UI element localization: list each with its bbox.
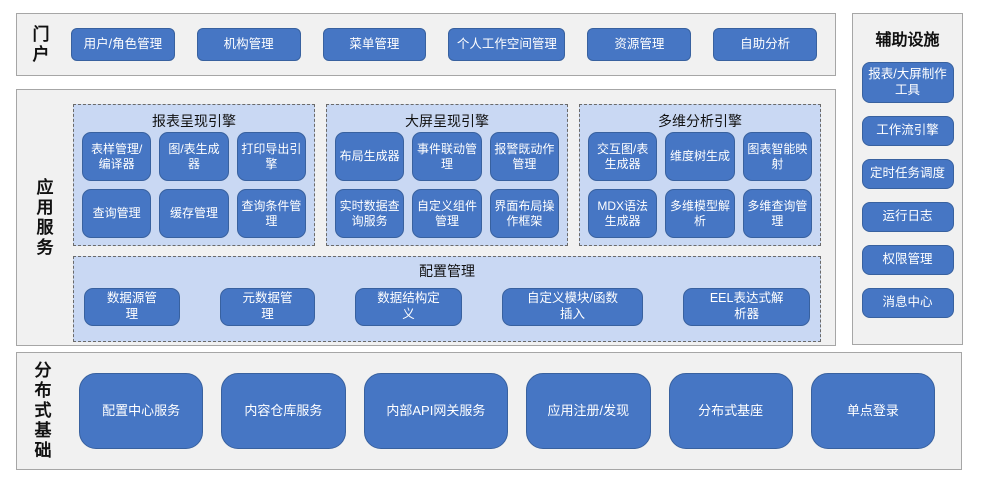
engine-button-query-condition-mgmt[interactable]: 查询条件管理 [236, 189, 306, 238]
auxiliary-facilities-section: 辅助设施 报表/大屏制作工具 工作流引擎 定时任务调度 运行日志 权限管理 消息… [852, 13, 963, 345]
config-mgmt-panel: 配置管理 数据源管理 元数据管理 数据结构定义 自定义模块/函数插入 EEL表达… [73, 256, 821, 342]
config-button-datasource-mgmt[interactable]: 数据源管理 [84, 287, 180, 326]
olap-engine-panel: 多维分析引擎 交互图/表生成器 维度树生成 图表智能映射 MDX语法生成器 多维… [579, 104, 821, 246]
app-services-content: 报表呈现引擎 表样管理/编译器 图/表生成器 打印导出引擎 查询管理 缓存管理 … [69, 90, 835, 345]
config-button-metadata-mgmt[interactable]: 元数据管理 [219, 287, 316, 326]
engine-button-chart-generator[interactable]: 图/表生成器 [159, 132, 229, 181]
dist-button-content-repo-service[interactable]: 内容仓库服务 [221, 373, 346, 449]
report-engine-title: 报表呈现引擎 [152, 113, 236, 129]
report-engine-grid: 表样管理/编译器 图/表生成器 打印导出引擎 查询管理 缓存管理 查询条件管理 [82, 132, 306, 238]
olap-engine-title: 多维分析引擎 [658, 113, 742, 129]
engine-button-print-export[interactable]: 打印导出引擎 [236, 132, 306, 181]
dashboard-engine-title: 大屏呈现引擎 [405, 113, 489, 129]
aux-button-report-dashboard-tool[interactable]: 报表/大屏制作工具 [861, 62, 954, 104]
engines-row: 报表呈现引擎 表样管理/编译器 图/表生成器 打印导出引擎 查询管理 缓存管理 … [73, 104, 821, 246]
app-services-section: 应用服务 报表呈现引擎 表样管理/编译器 图/表生成器 打印导出引擎 查询管理 … [16, 89, 836, 346]
portal-button-user-role-mgmt[interactable]: 用户/角色管理 [71, 28, 175, 61]
distributed-base-row: 配置中心服务 内容仓库服务 内部API网关服务 应用注册/发现 分布式基座 单点… [65, 373, 961, 449]
engine-button-event-linkage-mgmt[interactable]: 事件联动管理 [412, 132, 482, 181]
engine-button-custom-component-mgmt[interactable]: 自定义组件管理 [412, 189, 482, 238]
engine-button-interactive-chart-generator[interactable]: 交互图/表生成器 [588, 132, 658, 181]
dashboard-engine-grid: 布局生成器 事件联动管理 报警既动作管理 实时数据查询服务 自定义组件管理 界面… [335, 132, 559, 238]
engine-button-mdx-generator[interactable]: MDX语法生成器 [588, 189, 658, 238]
config-mgmt-row: 数据源管理 元数据管理 数据结构定义 自定义模块/函数插入 EEL表达式解析器 [84, 282, 811, 337]
engine-button-cache-mgmt[interactable]: 缓存管理 [159, 189, 229, 238]
config-button-custom-module-function[interactable]: 自定义模块/函数插入 [501, 287, 644, 326]
portal-button-row: 用户/角色管理 机构管理 菜单管理 个人工作空间管理 资源管理 自助分析 [61, 28, 835, 61]
distributed-base-label: 分布式基础 [31, 361, 51, 461]
engine-button-dimension-tree[interactable]: 维度树生成 [665, 132, 735, 181]
dist-button-single-sign-on[interactable]: 单点登录 [810, 373, 936, 449]
config-button-eel-expression-parser[interactable]: EEL表达式解析器 [683, 287, 811, 326]
auxiliary-facilities-title: 辅助设施 [875, 32, 940, 49]
engine-button-multidim-query-mgmt[interactable]: 多维查询管理 [742, 189, 812, 238]
portal-button-org-mgmt[interactable]: 机构管理 [196, 28, 301, 61]
dashboard-engine-panel: 大屏呈现引擎 布局生成器 事件联动管理 报警既动作管理 实时数据查询服务 自定义… [326, 104, 568, 246]
aux-button-message-center[interactable]: 消息中心 [861, 288, 954, 319]
engine-button-alarm-action-mgmt[interactable]: 报警既动作管理 [489, 132, 559, 181]
engine-button-chart-smart-mapping[interactable]: 图表智能映射 [742, 132, 812, 181]
aux-button-workflow-engine[interactable]: 工作流引擎 [861, 116, 954, 147]
aux-button-scheduled-tasks[interactable]: 定时任务调度 [861, 159, 954, 190]
portal-label: 门户 [29, 24, 49, 65]
distributed-base-section: 分布式基础 配置中心服务 内容仓库服务 内部API网关服务 应用注册/发现 分布… [16, 352, 962, 470]
auxiliary-facilities-column: 报表/大屏制作工具 工作流引擎 定时任务调度 运行日志 权限管理 消息中心 [861, 62, 954, 319]
engine-button-query-mgmt[interactable]: 查询管理 [82, 189, 152, 238]
olap-engine-grid: 交互图/表生成器 维度树生成 图表智能映射 MDX语法生成器 多维模型解析 多维… [588, 132, 812, 238]
dist-button-distributed-pedestal[interactable]: 分布式基座 [668, 373, 793, 449]
engine-button-style-compiler[interactable]: 表样管理/编译器 [82, 132, 152, 181]
config-mgmt-title: 配置管理 [419, 263, 475, 279]
portal-button-workspace-mgmt[interactable]: 个人工作空间管理 [448, 28, 566, 61]
report-engine-panel: 报表呈现引擎 表样管理/编译器 图/表生成器 打印导出引擎 查询管理 缓存管理 … [73, 104, 315, 246]
portal-button-resource-mgmt[interactable]: 资源管理 [587, 28, 692, 61]
aux-button-run-logs[interactable]: 运行日志 [861, 202, 954, 233]
engine-button-model-parser[interactable]: 多维模型解析 [665, 189, 735, 238]
dist-button-config-center-service[interactable]: 配置中心服务 [79, 373, 204, 449]
portal-button-menu-mgmt[interactable]: 菜单管理 [322, 28, 427, 61]
portal-button-self-analysis[interactable]: 自助分析 [713, 28, 817, 61]
aux-button-permission-mgmt[interactable]: 权限管理 [861, 245, 954, 276]
portal-section: 门户 用户/角色管理 机构管理 菜单管理 个人工作空间管理 资源管理 自助分析 [16, 13, 836, 76]
engine-button-realtime-query-service[interactable]: 实时数据查询服务 [335, 189, 405, 238]
app-services-label: 应用服务 [33, 177, 53, 258]
config-button-data-structure-def[interactable]: 数据结构定义 [355, 287, 462, 326]
engine-button-layout-generator[interactable]: 布局生成器 [335, 132, 405, 181]
dist-button-app-register-discovery[interactable]: 应用注册/发现 [526, 373, 651, 449]
engine-button-ui-layout-framework[interactable]: 界面布局操作框架 [489, 189, 559, 238]
dist-button-internal-api-gateway[interactable]: 内部API网关服务 [363, 373, 509, 449]
